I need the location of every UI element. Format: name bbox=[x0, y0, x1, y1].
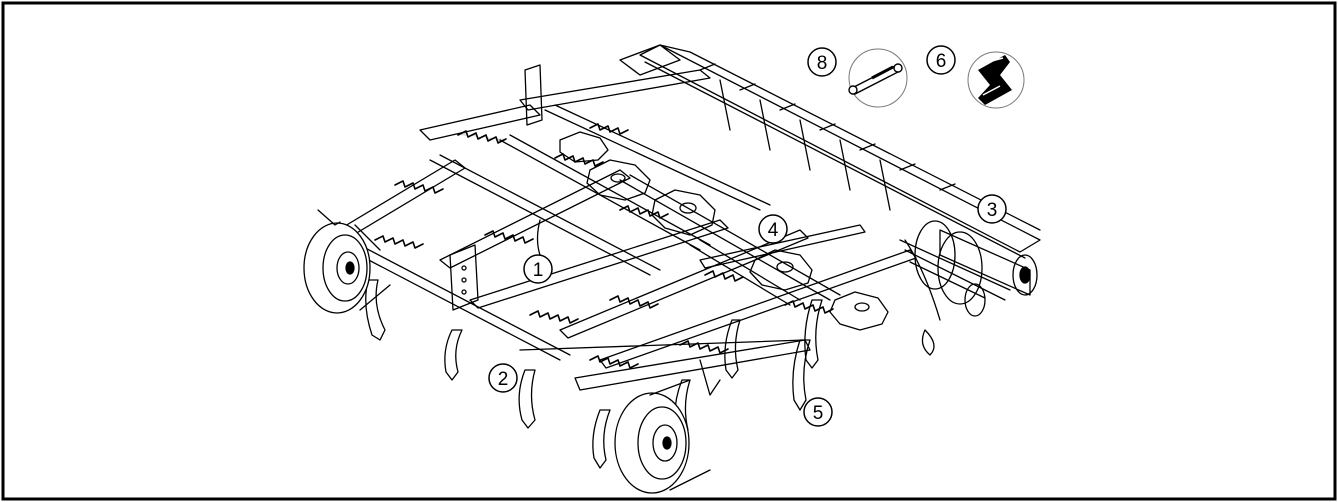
callout-8-circle bbox=[807, 47, 837, 77]
callout-5: 5 bbox=[813, 403, 824, 424]
callout-6-circle bbox=[926, 45, 956, 75]
callout-6: 6 bbox=[936, 51, 947, 72]
main-frame bbox=[329, 69, 917, 391]
callout-4: 4 bbox=[768, 220, 779, 241]
callout-3-circle bbox=[977, 194, 1007, 224]
callout-1: 1 bbox=[533, 260, 544, 281]
machine-drawing bbox=[303, 44, 1041, 494]
callout-2: 2 bbox=[498, 369, 509, 390]
callout-3: 3 bbox=[987, 200, 998, 221]
coil-springs bbox=[374, 123, 834, 369]
rear-roller bbox=[899, 220, 1038, 356]
callout-2-circle bbox=[488, 363, 518, 393]
callout-4-circle bbox=[758, 214, 788, 244]
inset-cylinder: 8 bbox=[807, 47, 908, 108]
front-left-wheel bbox=[303, 209, 391, 314]
callout-8: 8 bbox=[817, 53, 828, 74]
inset-adjustment: 6 bbox=[926, 45, 1025, 109]
hitch-tower bbox=[449, 44, 681, 311]
callout-5-circle bbox=[803, 397, 833, 427]
callout-1-circle bbox=[523, 254, 553, 284]
callouts: 1 2 3 4 5 bbox=[488, 194, 1007, 427]
rear-roller-frame bbox=[639, 44, 1041, 259]
tines bbox=[365, 219, 823, 469]
front-right-wheel bbox=[614, 359, 721, 494]
